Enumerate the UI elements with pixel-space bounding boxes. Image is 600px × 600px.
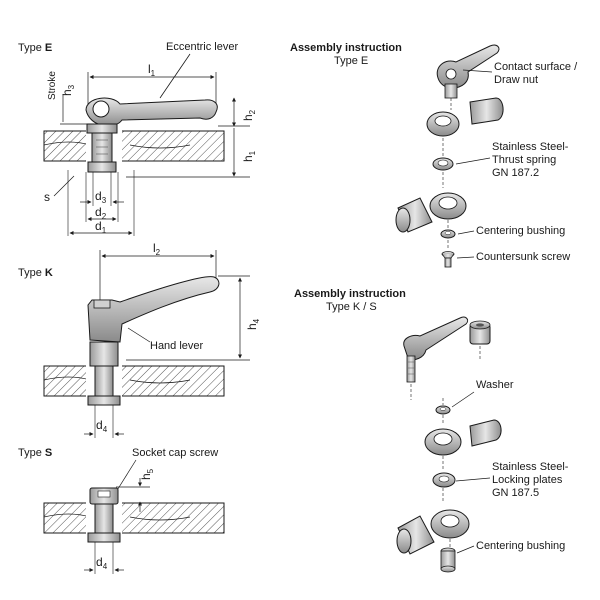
dim-d4-k: d4 xyxy=(96,418,108,434)
assembly-e-subtitle: Type E xyxy=(334,55,368,67)
contact-surface-label: Contact surface / xyxy=(494,61,578,73)
type-e-label: Type E xyxy=(18,42,52,54)
locking-plates-label-3: GN 187.5 xyxy=(492,487,539,499)
dim-s: s xyxy=(44,190,50,204)
dim-d3: d3 xyxy=(95,189,107,205)
dim-d4-s: d4 xyxy=(96,555,108,571)
bushing-assembly-e xyxy=(395,192,467,233)
dim-h5: h5 xyxy=(139,468,155,480)
countersunk-screw xyxy=(441,251,455,268)
bushing-assembly-ks xyxy=(396,509,470,555)
washer-label: Washer xyxy=(476,379,514,391)
socket-cap-screw-label: Socket cap screw xyxy=(132,447,218,459)
centering-bushing-label-e: Centering bushing xyxy=(476,225,565,237)
assembly-e-title: Assembly instruction xyxy=(290,42,402,54)
type-s-label: Type S xyxy=(18,447,52,459)
draw-nut-label: Draw nut xyxy=(494,74,538,86)
centering-bushing-label-ks: Centering bushing xyxy=(476,540,565,552)
type-s-drawing: Type S Socket cap screw h5 d4 xyxy=(18,447,225,574)
dim-d1: d1 xyxy=(95,219,107,235)
locking-plates-label-1: Stainless Steel- xyxy=(492,461,569,473)
plate-e xyxy=(43,130,225,162)
dim-h2: h2 xyxy=(241,109,257,121)
eccentric-collar-ks xyxy=(424,419,502,456)
hand-lever-label: Hand lever xyxy=(150,340,204,352)
type-e-drawing: Type E Eccentric lever Stroke h3 l1 h2 h… xyxy=(18,41,257,236)
stroke-label: Stroke xyxy=(47,71,58,100)
dim-h3: h3 xyxy=(60,84,76,96)
eccentric-lever-label: Eccentric lever xyxy=(166,41,238,53)
locking-plates-label-2: Locking plates xyxy=(492,474,563,486)
assembly-ks: Assembly instruction Type K / S Washer xyxy=(294,288,569,573)
type-k-drawing: Type K l2 h4 Hand lever d4 xyxy=(18,241,261,438)
thrust-spring-label-2: Thrust spring xyxy=(492,154,556,166)
countersunk-screw-label: Countersunk screw xyxy=(476,251,570,263)
eccentric-collar-e xyxy=(426,97,504,137)
hand-lever-3d xyxy=(403,316,469,361)
dim-h1: h1 xyxy=(241,150,257,162)
dim-l2: l2 xyxy=(153,241,161,257)
centering-bushing-ks xyxy=(440,547,456,573)
thrust-spring-label-1: Stainless Steel- xyxy=(492,141,569,153)
eccentric-lever-leader xyxy=(159,53,191,99)
assembly-ks-subtitle: Type K / S xyxy=(326,301,377,313)
assembly-e: Assembly instruction Type E Contact surf… xyxy=(290,42,578,268)
thrust-spring-label-3: GN 187.2 xyxy=(492,167,539,179)
locking-plates xyxy=(432,472,456,488)
assembly-ks-title: Assembly instruction xyxy=(294,288,406,300)
dim-d2: d2 xyxy=(95,205,107,221)
dim-l1: l1 xyxy=(148,62,156,78)
socket-cap-screw-3d xyxy=(469,320,491,345)
type-k-label: Type K xyxy=(18,267,53,279)
dim-h4: h4 xyxy=(245,318,261,330)
eccentric-lever-3d xyxy=(436,44,500,89)
hand-lever-body xyxy=(87,276,220,343)
plate-s xyxy=(43,502,225,534)
